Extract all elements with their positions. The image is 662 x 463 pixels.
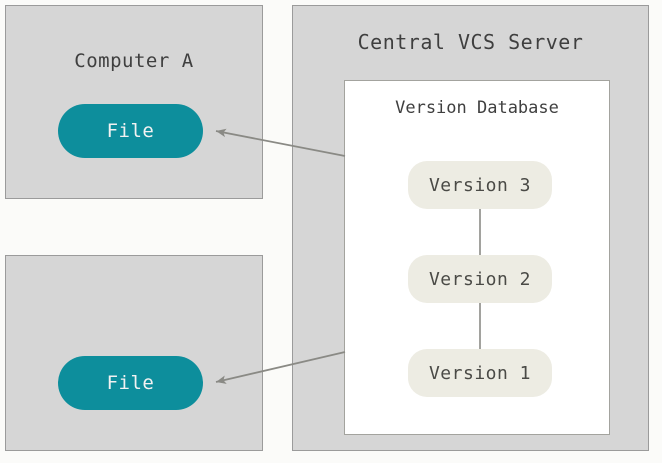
computer-a-label: Computer A <box>74 50 194 72</box>
computer-a-file-node[interactable]: File <box>58 104 203 158</box>
version-database-label: Version Database <box>395 98 559 118</box>
version-2-label: Version 2 <box>428 268 532 290</box>
version-2-node[interactable]: Version 2 <box>408 255 552 303</box>
computer-a-file-label: File <box>106 120 155 142</box>
computer-b-file-label: File <box>106 372 155 394</box>
version-3-node[interactable]: Version 3 <box>408 161 552 209</box>
computer-a-box: Computer A <box>5 5 263 199</box>
central-vcs-server-label: Central VCS Server <box>357 30 584 54</box>
version-1-label: Version 1 <box>428 362 532 384</box>
version-3-label: Version 3 <box>428 174 532 196</box>
computer-b-box: Computer B <box>5 255 263 451</box>
computer-b-file-node[interactable]: File <box>58 356 203 410</box>
version-1-node[interactable]: Version 1 <box>408 349 552 397</box>
